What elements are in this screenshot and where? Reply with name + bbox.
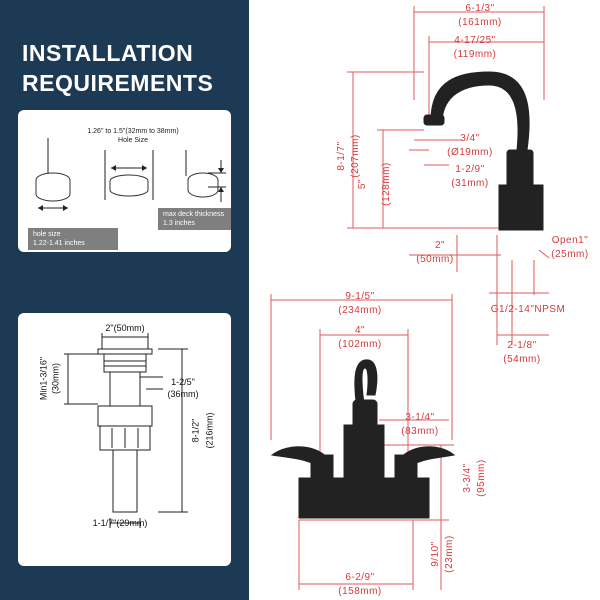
- reach-total-mm: (161mm): [458, 17, 502, 28]
- drain-side-width: 1-2/5": [171, 377, 195, 387]
- hole-size-card: 1.26" to 1.5"(32mm to 38mm) Hole Size ma…: [18, 110, 231, 252]
- hole-size-label: Hole Size: [118, 137, 148, 144]
- title-line-2: REQUIREMENTS: [22, 70, 214, 96]
- shank-length-mm: (23mm): [444, 535, 455, 573]
- shank-length: 9/10": [430, 541, 441, 567]
- drain-total-height: 8-1/2": [190, 418, 201, 443]
- title-line-1: INSTALLATION: [22, 40, 194, 66]
- reach-spout: 4-17/25": [454, 35, 496, 46]
- hole-size-diagram: [35, 138, 226, 211]
- total-width: 9-1/5": [345, 291, 375, 302]
- thread-spec: G1/2-14"NPSM: [490, 304, 566, 315]
- faucet-height: 8-1/7": [336, 141, 347, 171]
- faucet-diagram: [270, 6, 550, 590]
- base-height-mm: (95mm): [476, 459, 487, 497]
- base-width-mm: (158mm): [338, 586, 382, 597]
- drain-min-height: Min1-3/16": [38, 356, 49, 401]
- base-width: 6-2/9": [345, 572, 375, 583]
- drain-min-height-mm: (30mm): [50, 363, 61, 394]
- drain-top-width: 2"(50mm): [105, 323, 145, 333]
- left-panel: INSTALLATION REQUIREMENTS: [0, 0, 249, 600]
- deck-note-line-1: max deck thickness: [163, 211, 225, 218]
- shank-width-mm: (54mm): [503, 354, 541, 365]
- open-label: Open1": [551, 235, 589, 246]
- handle-height: 3-1/4": [405, 412, 435, 423]
- drain-diagram: [64, 333, 188, 528]
- panel-title: INSTALLATION REQUIREMENTS: [22, 38, 213, 98]
- deck-note-line-2: 1.3 inches: [163, 220, 195, 227]
- base-offset: 2": [434, 240, 446, 251]
- faucet-side-silhouette: [423, 71, 544, 231]
- faucet-front-silhouette: [270, 359, 456, 519]
- spout-clearance: 1-2/9": [455, 164, 485, 175]
- spout-clearance-mm: (31mm): [451, 178, 489, 189]
- aerator-size: 3/4": [460, 133, 480, 144]
- drain-side-width-mm: (36mm): [167, 389, 199, 399]
- drain-card: 2"(50mm) Min1-3/16" (30mm) 1-2/5" (36mm)…: [18, 313, 231, 566]
- handle-height-mm: (83mm): [401, 426, 439, 437]
- center-spread: 4": [354, 325, 366, 336]
- aerator-size-mm: (Ø19mm): [447, 147, 493, 158]
- total-width-mm: (234mm): [338, 305, 382, 316]
- deck-thickness-note: max deck thickness 1.3 inches: [158, 208, 231, 230]
- base-offset-mm: (50mm): [416, 254, 454, 265]
- hole-note-line-2: 1.22-1.41 inches: [33, 240, 85, 247]
- open-label-mm: (25mm): [551, 249, 589, 260]
- hole-size-note: hole size 1.22-1.41 inches: [28, 228, 118, 250]
- base-height: 3-3/4": [462, 463, 473, 493]
- spout-height-mm: (128mm): [381, 162, 392, 206]
- drain-bottom-width: 1-1/7"(29mm): [92, 518, 148, 528]
- hole-size-range: 1.26" to 1.5"(32mm to 38mm): [87, 128, 179, 135]
- center-spread-mm: (102mm): [338, 339, 382, 350]
- reach-total: 6-1/3": [465, 3, 495, 14]
- spout-height: 5": [357, 178, 368, 190]
- reach-spout-mm: (119mm): [453, 49, 497, 60]
- hole-note-line-1: hole size: [33, 231, 61, 238]
- drain-total-height-mm: (216mm): [204, 412, 215, 449]
- shank-width: 2-1/8": [507, 340, 537, 351]
